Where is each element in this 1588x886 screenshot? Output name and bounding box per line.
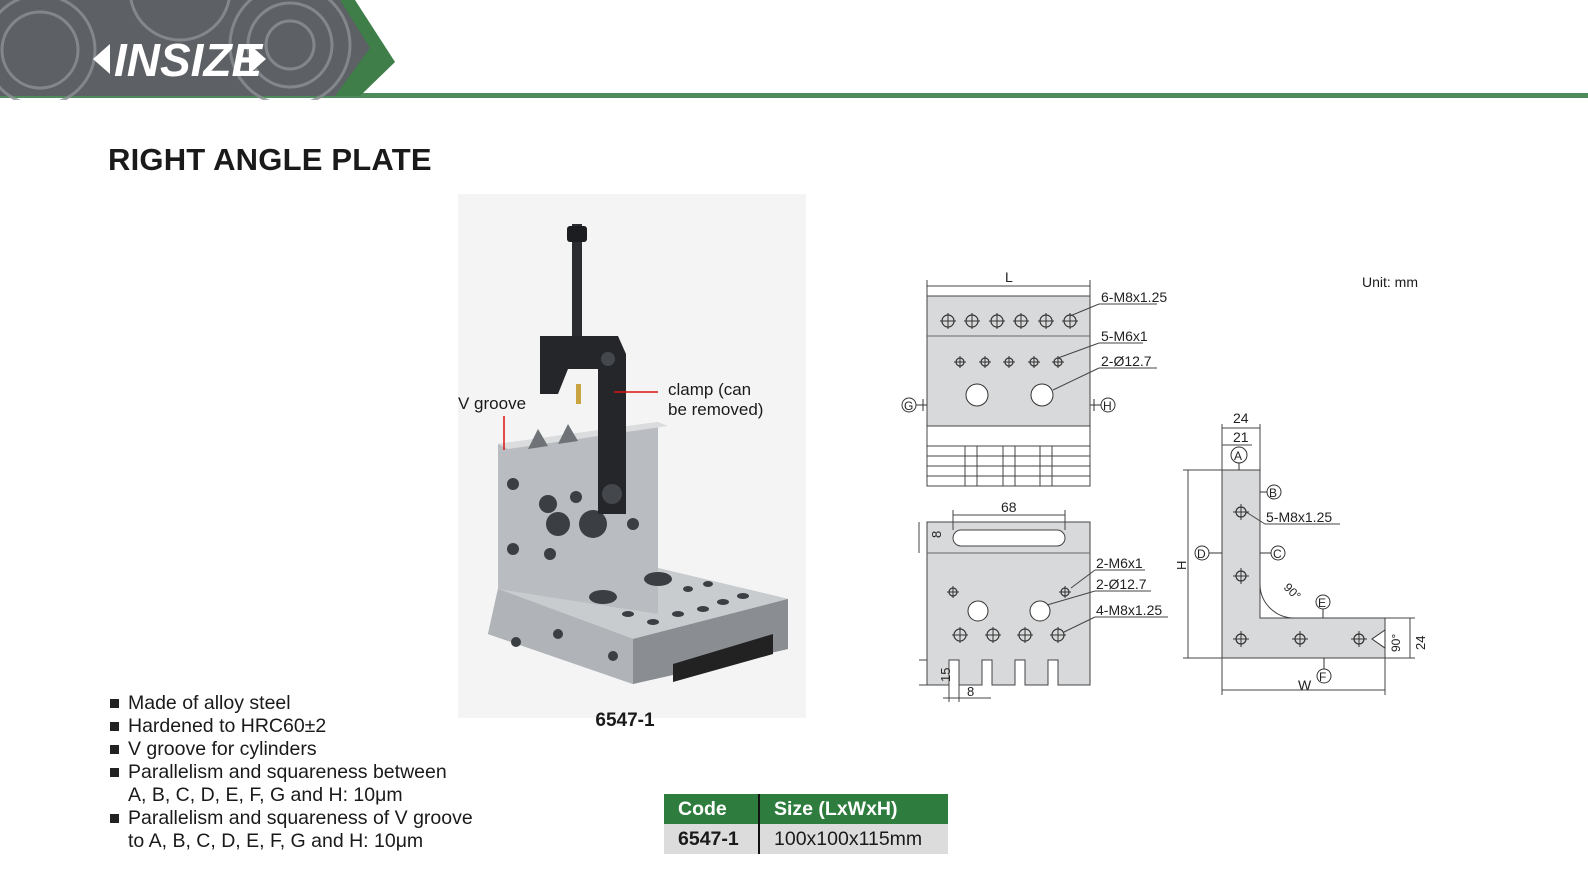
table-header-row: Code Size (LxWxH): [664, 794, 948, 824]
technical-drawings: L 6-M8x1.25 5-M6x1 2-Ø12.7 G: [901, 269, 1428, 702]
bullet-icon: [110, 814, 119, 823]
bullet-icon: [110, 768, 119, 777]
logo-arrows: [93, 44, 266, 74]
feature-item: V groove for cylinders: [108, 738, 473, 761]
dim-L: L: [1005, 269, 1013, 285]
feature-item: Made of alloy steel: [108, 692, 473, 715]
feature-item: Parallelism and squareness of V groove t…: [108, 807, 473, 853]
dim-8a: 8: [929, 531, 944, 538]
label-dia-top: 2-Ø12.7: [1101, 353, 1152, 369]
label-m6-top: 5-M6x1: [1101, 328, 1148, 344]
feature-text: Made of alloy steel: [128, 692, 291, 714]
v-groove-callout: V groove: [458, 394, 527, 413]
spec-table: Code Size (LxWxH) 6547-1 100x100x115mm: [664, 794, 948, 854]
feature-text: Parallelism and squareness between A, B,…: [128, 761, 447, 806]
datum-H: H: [1103, 399, 1112, 413]
dim-24-right: 24: [1413, 636, 1428, 650]
dim-15: 15: [938, 668, 953, 682]
dim-H: H: [1174, 561, 1189, 570]
cell-size: 100x100x115mm: [759, 824, 948, 854]
feature-text: Hardened to HRC60±2: [128, 715, 327, 737]
clamp-callout: clamp (can be removed): [668, 380, 764, 419]
header-code: Code: [664, 794, 760, 824]
feature-text: Parallelism and squareness of V groove t…: [128, 807, 473, 852]
dim-24-top: 24: [1233, 410, 1249, 426]
feature-text: V groove for cylinders: [128, 738, 317, 760]
table-row: 6547-1 100x100x115mm: [664, 824, 948, 854]
datum-F: F: [1319, 670, 1326, 684]
datum-G: G: [904, 399, 913, 413]
angle-90-v: 90°: [1389, 634, 1403, 652]
label-m6-front: 2-M6x1: [1096, 555, 1143, 571]
feature-item: Hardened to HRC60±2: [108, 715, 473, 738]
bullet-icon: [110, 745, 119, 754]
page-title: RIGHT ANGLE PLATE: [108, 142, 432, 177]
label-m8-side: 5-M8x1.25: [1266, 509, 1332, 525]
logo-text: INSIZE: [114, 34, 264, 86]
feature-list: Made of alloy steel Hardened to HRC60±2 …: [108, 692, 473, 853]
label-m8-front: 4-M8x1.25: [1096, 602, 1162, 618]
bullet-icon: [110, 722, 119, 731]
header-gear-decoration: [0, 0, 352, 100]
unit-label: Unit: mm: [1362, 274, 1418, 290]
product-photo: [458, 194, 806, 718]
datum-E: E: [1318, 596, 1326, 610]
datum-D: D: [1197, 547, 1206, 561]
feature-item: Parallelism and squareness between A, B,…: [108, 761, 473, 807]
bullet-icon: [110, 699, 119, 708]
datum-A: A: [1234, 449, 1242, 463]
dim-68: 68: [1001, 499, 1017, 515]
dim-W: W: [1298, 677, 1312, 693]
header-banner: INSIZE: [0, 0, 1588, 100]
header-rule: [0, 93, 1588, 98]
datum-B: B: [1269, 486, 1277, 500]
cell-code: 6547-1: [664, 824, 760, 854]
datum-C: C: [1273, 547, 1282, 561]
label-m8-top: 6-M8x1.25: [1101, 289, 1167, 305]
label-dia-front: 2-Ø12.7: [1096, 576, 1147, 592]
dim-8b: 8: [967, 684, 974, 699]
dim-21: 21: [1233, 429, 1249, 445]
top-view-drawing: L 6-M8x1.25 5-M6x1 2-Ø12.7 G: [901, 269, 1167, 487]
angle-90-inner: 90°: [1281, 580, 1304, 603]
side-view-drawing: 24 21 A B 5-M8x1.25 C D H 90° E 90: [1174, 410, 1428, 695]
header-size: Size (LxWxH): [759, 794, 948, 824]
photo-caption-code: 6547-1: [595, 710, 655, 731]
front-view-drawing: 68 8 2-M6x1 2-Ø12.7 4-M8x1.25 15 8: [918, 499, 1168, 702]
